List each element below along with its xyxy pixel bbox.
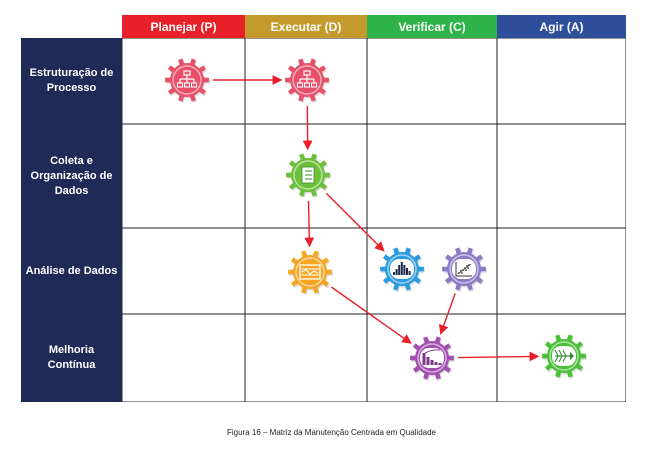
flowchart-icon: [176, 70, 198, 88]
column-header-do: Executar (D): [245, 15, 367, 38]
matrix-cell: [366, 123, 498, 229]
histogram-icon: [390, 259, 414, 279]
row-label-collect: Coleta e Organização de Dados: [21, 124, 122, 228]
flowchart-icon: [296, 70, 318, 88]
matrix-cell: [122, 123, 246, 229]
flow-arrow: [304, 200, 315, 248]
column-header-check: Verificar (C): [367, 15, 497, 38]
gear-check-improve-icon: [410, 336, 455, 381]
gear-plan-structure-icon: [165, 58, 210, 103]
row-label-structure: Estruturação de Processo: [21, 38, 122, 124]
matrix-cell: [122, 227, 246, 315]
matrix-cell: [366, 38, 498, 125]
matrix-cell: [496, 227, 626, 315]
column-header-act: Agir (A): [497, 15, 626, 38]
gear-check-scatter-icon: [442, 247, 487, 292]
gear-do-analysis-icon: [288, 250, 333, 295]
pareto-icon: [420, 348, 444, 368]
control-chart-icon: [299, 264, 321, 280]
matrix-grid: [122, 38, 626, 402]
row-label-analysis: Análise de Dados: [21, 228, 122, 314]
gear-act-improve-icon: [542, 334, 587, 379]
pdca-matrix: Planejar (P) Executar (D) Verificar (C) …: [21, 15, 626, 402]
checklist-icon: [301, 166, 315, 184]
flow-arrow: [439, 293, 456, 335]
fishbone-icon: [552, 346, 576, 366]
flow-arrow: [457, 351, 540, 362]
column-header-plan: Planejar (P): [122, 15, 245, 38]
gear-do-collect-icon: [286, 153, 331, 198]
figure-caption: Figura 16 – Matriz da Manutenção Centrad…: [226, 428, 436, 437]
matrix-cell: [496, 123, 626, 229]
row-label-improvement: Melhoria Contínua: [21, 314, 122, 402]
flow-arrow: [330, 286, 412, 344]
matrix-cell: [244, 313, 368, 402]
scatter-plot-icon: [452, 259, 476, 279]
gear-do-structure-icon: [285, 58, 330, 103]
matrix-cell: [122, 313, 246, 402]
matrix-cell: [496, 38, 626, 125]
flow-arrow: [325, 192, 385, 252]
gear-check-histogram-icon: [380, 247, 425, 292]
